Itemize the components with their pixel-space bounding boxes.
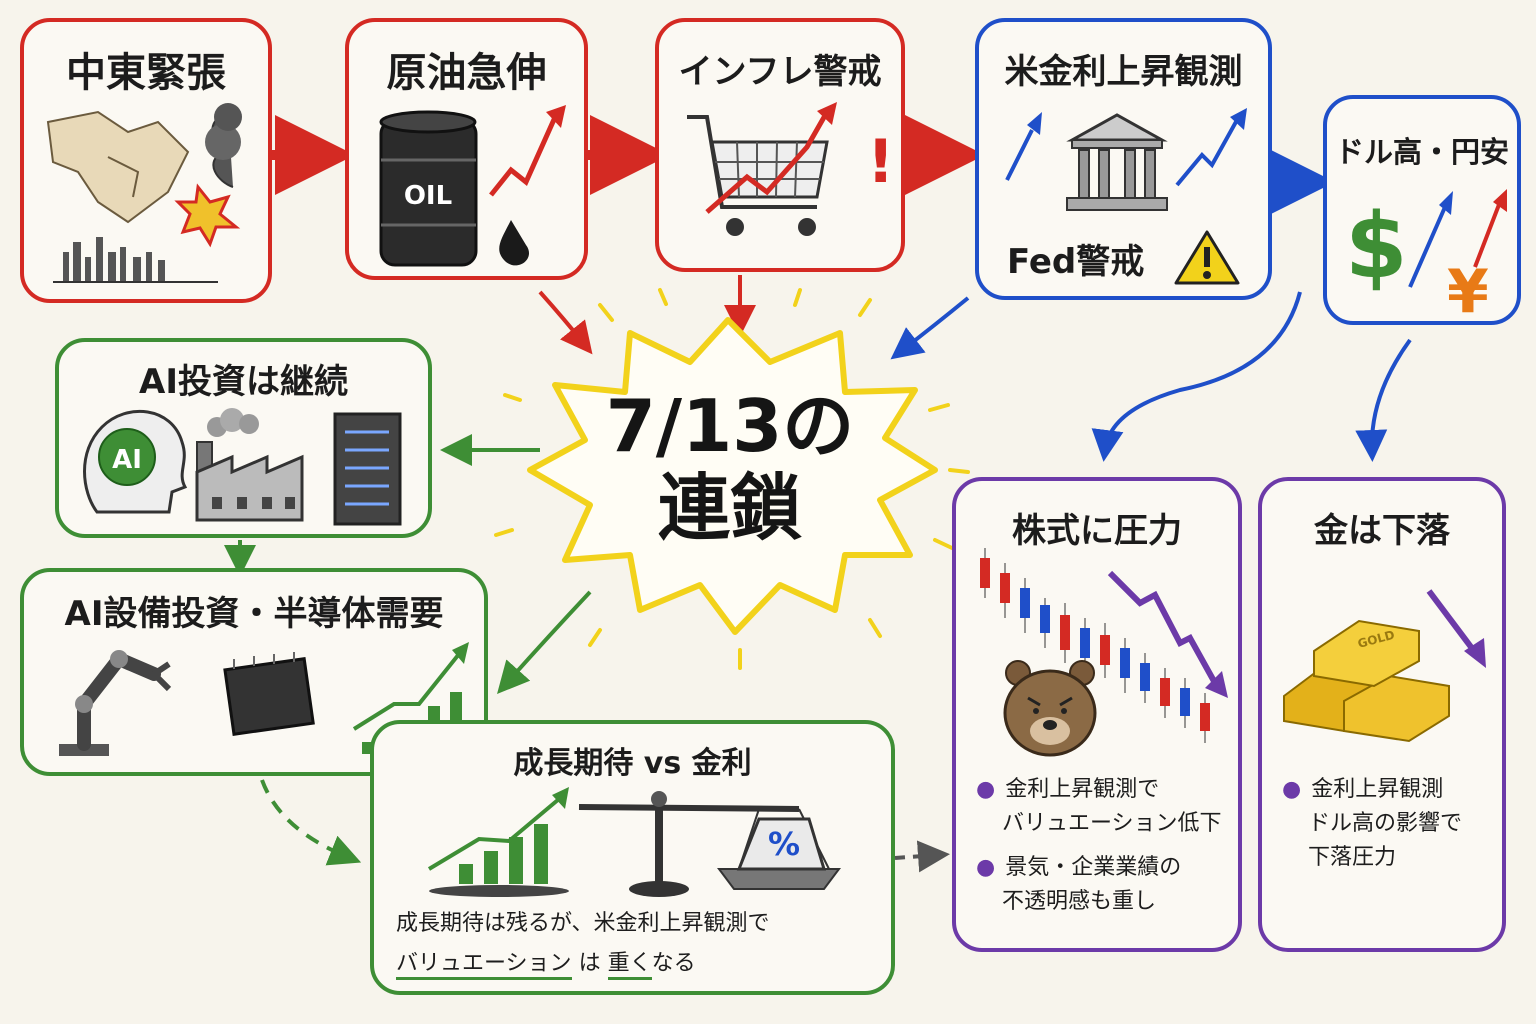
warning-icon (1174, 230, 1240, 285)
robot-chip-chart-icon (59, 642, 469, 756)
become-word: なる (651, 951, 696, 976)
oil-barrel-icon: OIL (379, 105, 566, 267)
node-title: 金は下落 (1314, 511, 1450, 551)
bullet-dot: ● (1282, 777, 1302, 802)
valuation-word: バリュエーション (396, 951, 572, 980)
node-inflation: インフレ警戒 ! (655, 18, 905, 272)
node-crude: 原油急伸 OIL (345, 18, 588, 280)
exclamation-icon: ! (867, 127, 892, 197)
arrow-growth-to-stocks (894, 840, 950, 873)
gold-bullet: ●金利上昇観測 ドル高の影響で 下落圧力 (1282, 777, 1463, 870)
shopping-cart-icon: ! (687, 102, 892, 236)
arrow-capex-to-growth (260, 779, 362, 866)
node-gold: 金は下落 GOLD ●金利上昇観測 ドル高の影響で 下落圧力 (1258, 477, 1506, 952)
middle-east-map-icon (46, 103, 242, 283)
node-title: インフレ警戒 (678, 52, 882, 92)
yen-sign-icon: ¥ (1447, 257, 1489, 322)
growth-caption-line1: 成長期待は残るが、米金利上昇観測で (396, 911, 770, 936)
growth-caption-line2: バリュエーション は 重くなる (396, 944, 770, 984)
dollar-yen-icon: $ ¥ (1345, 189, 1507, 322)
node-title: 米金利上昇観測 (1004, 52, 1243, 92)
center-title: 7/13の 連鎖 (570, 385, 890, 549)
bullet-dot: ● (976, 777, 996, 802)
node-title: AI投資は継続 (139, 362, 348, 402)
arrow-rates-to-stocks (1091, 291, 1302, 462)
node-mideast: 中東緊張 (20, 18, 272, 303)
growth-caption: 成長期待は残るが、米金利上昇観測で バリュエーション は 重くなる (396, 904, 770, 984)
node-dollar: ドル高・円安 $ ¥ (1323, 95, 1521, 325)
center-chain: 連鎖 (657, 466, 802, 550)
stocks-bullet-1: ●金利上昇観測で バリュエーション低下 (976, 777, 1222, 836)
topic-particle: は (578, 951, 601, 976)
bullet-dot: ● (976, 855, 996, 880)
arrow-crude-to-center (538, 290, 593, 355)
central-bank-icon (1005, 108, 1247, 211)
percent-icon: % (768, 825, 800, 863)
node-title: 株式に圧力 (1012, 511, 1182, 551)
ai-factory-server-icon: AI (83, 408, 402, 526)
heavy-word: 重く (607, 951, 652, 980)
center-burst (494, 288, 970, 670)
fed-caution-label: Fed警戒 (1007, 242, 1145, 282)
node-title: 中東緊張 (66, 50, 226, 96)
node-ai-invest: AI投資は継続 AI (55, 338, 432, 538)
node-title: ドル高・円安 (1334, 135, 1509, 169)
ai-chip-label: AI (112, 445, 142, 475)
growth-vs-rate-scale-icon: % (427, 787, 841, 897)
node-title: 成長期待 vs 金利 (513, 746, 752, 781)
dollar-sign-icon: $ (1345, 194, 1408, 299)
gold-bars-icon: GOLD (1283, 589, 1486, 743)
candlestick-chart (980, 548, 1210, 743)
arrow-center-to-growth (497, 590, 592, 694)
stocks-bullet-2: ●景気・企業業績の 不透明感も重し (976, 855, 1182, 914)
node-title: 原油急伸 (386, 50, 547, 96)
node-title: AI設備投資・半導体需要 (64, 594, 444, 634)
center-date: 7/13の (605, 384, 855, 468)
node-stocks: 株式に圧力 (952, 477, 1242, 952)
node-rates: 米金利上昇観測 Fed警戒 (975, 18, 1272, 300)
oil-label: OIL (404, 181, 452, 211)
candlestick-bear-icon (980, 548, 1228, 757)
node-growth: 成長期待 vs 金利 % 成長期待は残るが、米金利上昇観測で バリュエーション … (370, 720, 895, 995)
arrow-dollar-to-gold (1355, 338, 1412, 462)
arrow-rates-to-center (890, 296, 970, 360)
bear-icon (1003, 660, 1097, 757)
